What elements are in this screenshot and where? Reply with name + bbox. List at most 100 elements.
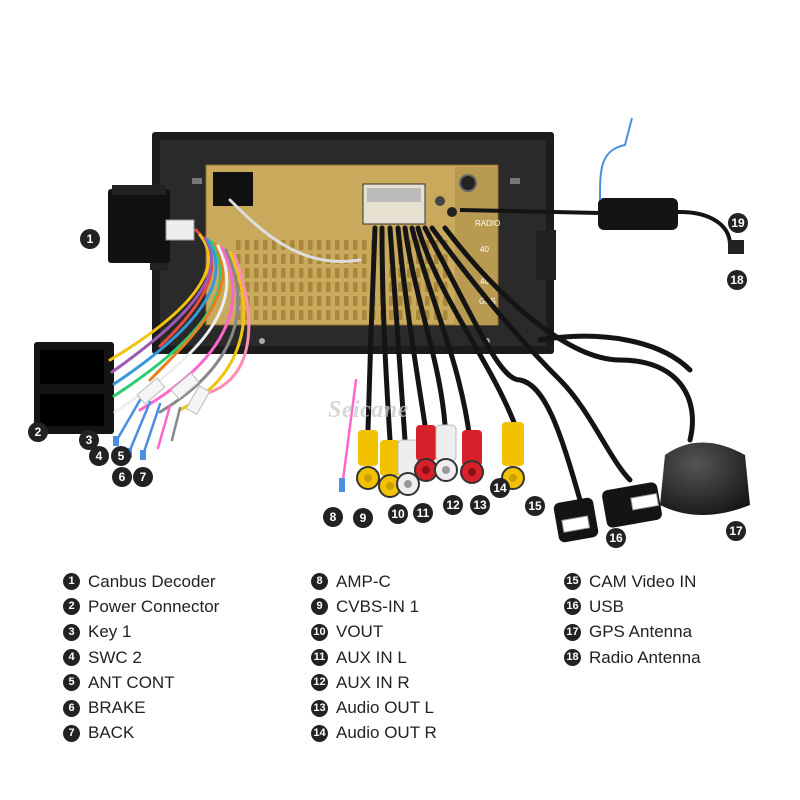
callout-11: 11 [413, 503, 433, 523]
legend-column-2: 8 AMP-C 9 CVBS-IN 1 10 VOUT 11 AUX IN L 12 AU… [311, 569, 551, 746]
legend-number: 12 [311, 674, 328, 692]
callout-6: 6 [112, 467, 132, 487]
legend-column-3: 15 CAM Video IN 16 USB 17 GPS Antenna 18 Rad… [564, 569, 800, 670]
callout-8: 8 [323, 507, 343, 527]
rca-plug-cvbs-in [356, 430, 380, 490]
radio-port-label: RADIO [475, 219, 500, 228]
legend-item: 15 CAM Video IN [564, 569, 800, 594]
callout-5: 5 [111, 446, 131, 466]
callout-14: 14 [490, 478, 510, 498]
legend-item: 4 SWC 2 [63, 645, 303, 670]
rca-plug-aux-in-r [414, 425, 438, 482]
legend-number: 15 [564, 573, 581, 591]
legend-item: 1 Canbus Decoder [63, 569, 303, 594]
callout-18: 18 [727, 270, 747, 290]
legend-label: GPS Antenna [589, 622, 693, 642]
legend-number: 18 [564, 649, 581, 667]
callout-15: 15 [525, 496, 545, 516]
legend-item: 9 CVBS-IN 1 [311, 594, 551, 619]
callout-9: 9 [353, 508, 373, 528]
legend-item: 6 BRAKE [63, 695, 303, 720]
legend-number: 6 [63, 699, 80, 717]
rca-cables [365, 225, 518, 443]
legend-label: CVBS-IN 1 [336, 596, 420, 616]
legend-label: Audio OUT R [336, 723, 437, 743]
callout-10: 10 [388, 504, 408, 524]
callout-2: 2 [28, 422, 48, 442]
legend-label: VOUT [336, 622, 384, 642]
legend-number: 9 [311, 598, 328, 616]
port-40-label-a: 40 [480, 245, 489, 254]
legend-label: Radio Antenna [589, 647, 701, 667]
legend-number: 2 [63, 598, 80, 616]
legend-number: 1 [63, 573, 80, 591]
legend-label: AMP-C [336, 571, 391, 591]
rear-panel [192, 164, 520, 344]
canbus-decoder [108, 185, 195, 263]
callout-4: 4 [89, 446, 109, 466]
legend-number: 11 [311, 649, 328, 667]
rca-plug-audio-out-l [434, 424, 458, 482]
legend-label: AUX IN R [336, 672, 410, 692]
legend-item: 18 Radio Antenna [564, 645, 800, 670]
legend-item: 8 AMP-C [311, 569, 551, 594]
legend-item: 12 AUX IN R [311, 670, 551, 695]
head-unit-illustration: RADIO 40 40 GPS [34, 117, 750, 543]
legend-label: Audio OUT L [336, 698, 434, 718]
callout-16: 16 [606, 528, 626, 548]
gps-antenna [660, 442, 750, 515]
wire-labels [136, 372, 211, 415]
callout-17: 17 [726, 521, 746, 541]
radio-antenna-cable [459, 117, 744, 254]
legend-label: Power Connector [88, 596, 220, 616]
legend-number: 7 [63, 724, 80, 742]
callout-19: 19 [728, 213, 748, 233]
legend-label: Canbus Decoder [88, 571, 216, 591]
rca-plug-vout [378, 440, 402, 498]
usb-cables [422, 225, 695, 503]
legend-number: 5 [63, 674, 80, 692]
legend-item: 10 VOUT [311, 620, 551, 645]
legend-label: USB [589, 596, 624, 616]
wire-harness [108, 198, 362, 414]
legend-label: AUX IN L [336, 647, 407, 667]
legend-item: 11 AUX IN L [311, 645, 551, 670]
legend-number: 17 [564, 623, 581, 641]
legend-number: 16 [564, 598, 581, 616]
legend-item: 17 GPS Antenna [564, 620, 800, 645]
legend-item: 16 USB [564, 594, 800, 619]
brand-watermark: Seicane [328, 397, 409, 423]
pigtail-wires [116, 378, 358, 482]
legend-number: 4 [63, 649, 80, 667]
legend-number: 13 [311, 699, 328, 717]
legend-label: CAM Video IN [589, 571, 697, 591]
callout-12: 12 [443, 495, 463, 515]
legend-label: BACK [88, 723, 135, 743]
usb-plug-1 [553, 497, 599, 543]
legend-number: 8 [311, 573, 328, 591]
legend-item: 5 ANT CONT [63, 670, 303, 695]
legend-label: ANT CONT [88, 672, 175, 692]
usb-plug-2 [602, 482, 662, 528]
legend-item: 14 Audio OUT R [311, 721, 551, 746]
legend-label: SWC 2 [88, 647, 142, 667]
callout-13: 13 [470, 495, 490, 515]
callout-7: 7 [133, 467, 153, 487]
legend-item: 3 Key 1 [63, 620, 303, 645]
power-connector [34, 342, 114, 434]
port-40-label-b: 40 [480, 277, 489, 286]
rca-plug-aux-in-l [396, 439, 420, 496]
legend-number: 10 [311, 623, 328, 641]
rca-plug-audio-out-r [460, 430, 484, 484]
legend-number: 14 [311, 724, 328, 742]
legend-label: BRAKE [88, 698, 146, 718]
legend-label: Key 1 [88, 622, 132, 642]
legend-item: 2 Power Connector [63, 594, 303, 619]
callout-1: 1 [80, 229, 100, 249]
callout-3: 3 [79, 430, 99, 450]
legend-item: 7 BACK [63, 721, 303, 746]
legend-number: 3 [63, 623, 80, 641]
legend-item: 13 Audio OUT L [311, 695, 551, 720]
